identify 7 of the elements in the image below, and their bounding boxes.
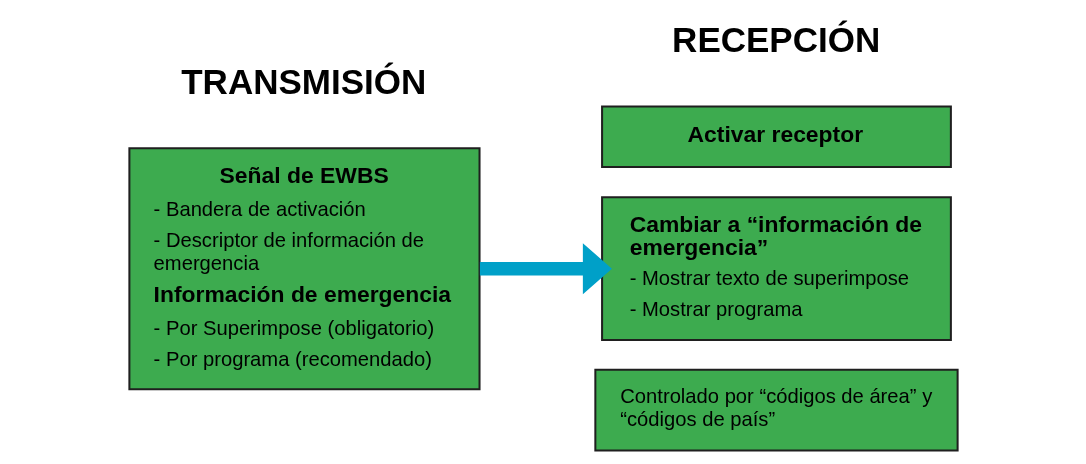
label: RECEPCIÓN: [671, 20, 880, 60]
node-box: Activar receptor: [600, 105, 952, 169]
node-box: Señal de EWBS - Bandera de activación - Descriptor de información de emergencia Información de emergencia - Por Superimpose (obligatorio) - Por programa (recomendado): [127, 147, 481, 391]
arrow: [479, 243, 612, 295]
node-box: Controlado por “códigos de área” y “códigos de país”: [593, 368, 959, 452]
label: TRANSMISIÓN: [180, 62, 426, 102]
node-box: Cambiar a “información de emergencia” - Mostrar texto de superimpose - Mostrar programa: [600, 196, 952, 342]
